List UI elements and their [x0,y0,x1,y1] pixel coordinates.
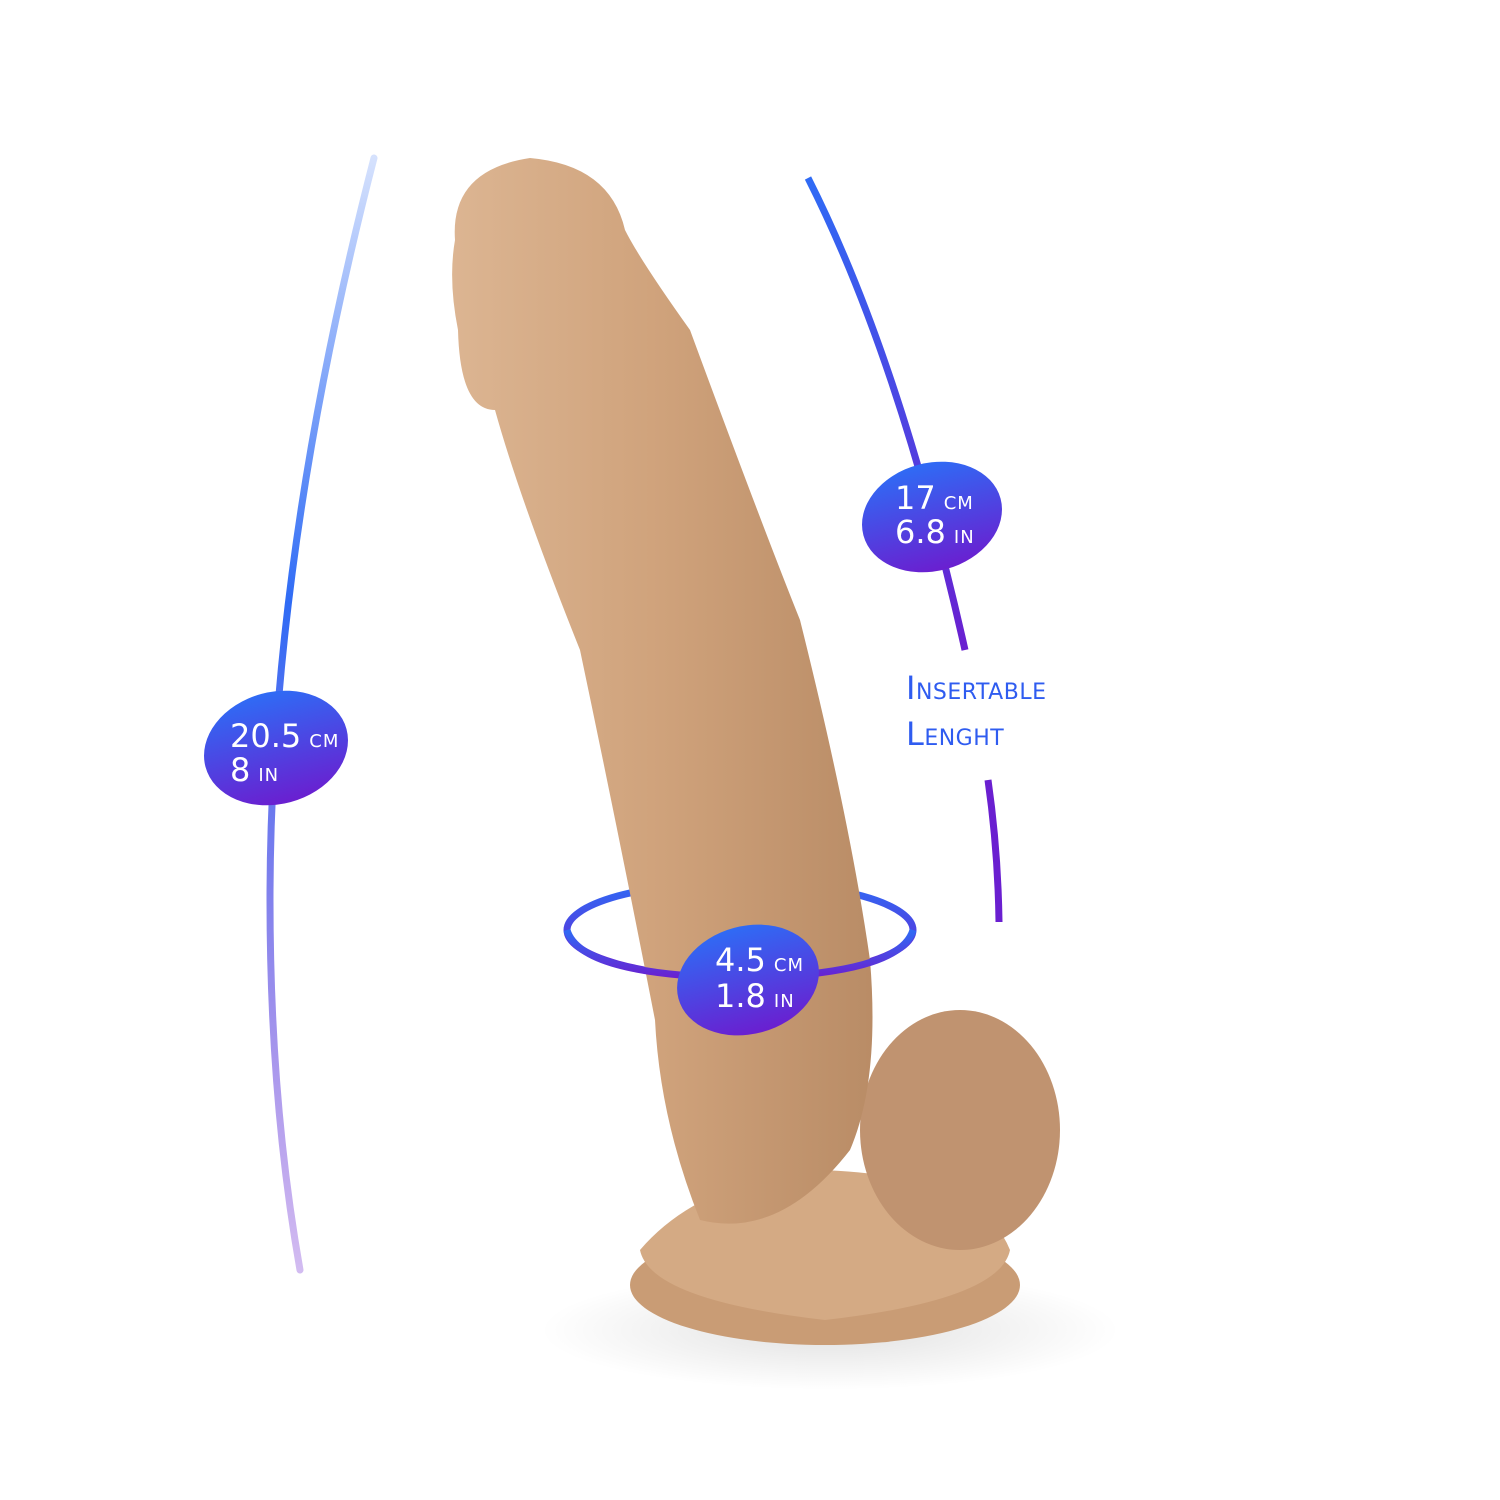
in-unit: IN [773,991,795,1012]
insertable-length-in: 6.8 [895,513,946,551]
insertable-length-badge-bg [862,461,1002,573]
cm-unit: CM [943,493,974,514]
total-length-cm: 20.5 [230,717,302,755]
diameter-in: 1.8 [715,977,766,1015]
diameter-badge-bg [677,924,819,1036]
diameter-badge: 4.5 CM 1.8 IN [715,944,804,1012]
label-line-2: Lenght [906,715,1005,753]
total-length-badge-bg [204,690,348,806]
total-length-line [266,154,378,1274]
cm-unit: CM [309,731,340,752]
insertable-length-line-upper [804,176,969,651]
in-unit: IN [953,527,975,548]
total-length-in: 8 [230,751,251,789]
label-line-1: Insertable [906,669,1047,707]
insertable-length-cm: 17 [895,479,936,517]
insertable-length-label: Insertable Lenght [906,665,1046,757]
insertable-length-badge: 17 CM 6.8 IN [895,482,975,548]
insertable-length-line-lower [984,779,1003,923]
total-length-badge: 20.5 CM 8 IN [230,720,339,786]
diameter-cm: 4.5 [715,941,766,979]
cm-unit: CM [773,955,804,976]
in-unit: IN [258,765,280,786]
